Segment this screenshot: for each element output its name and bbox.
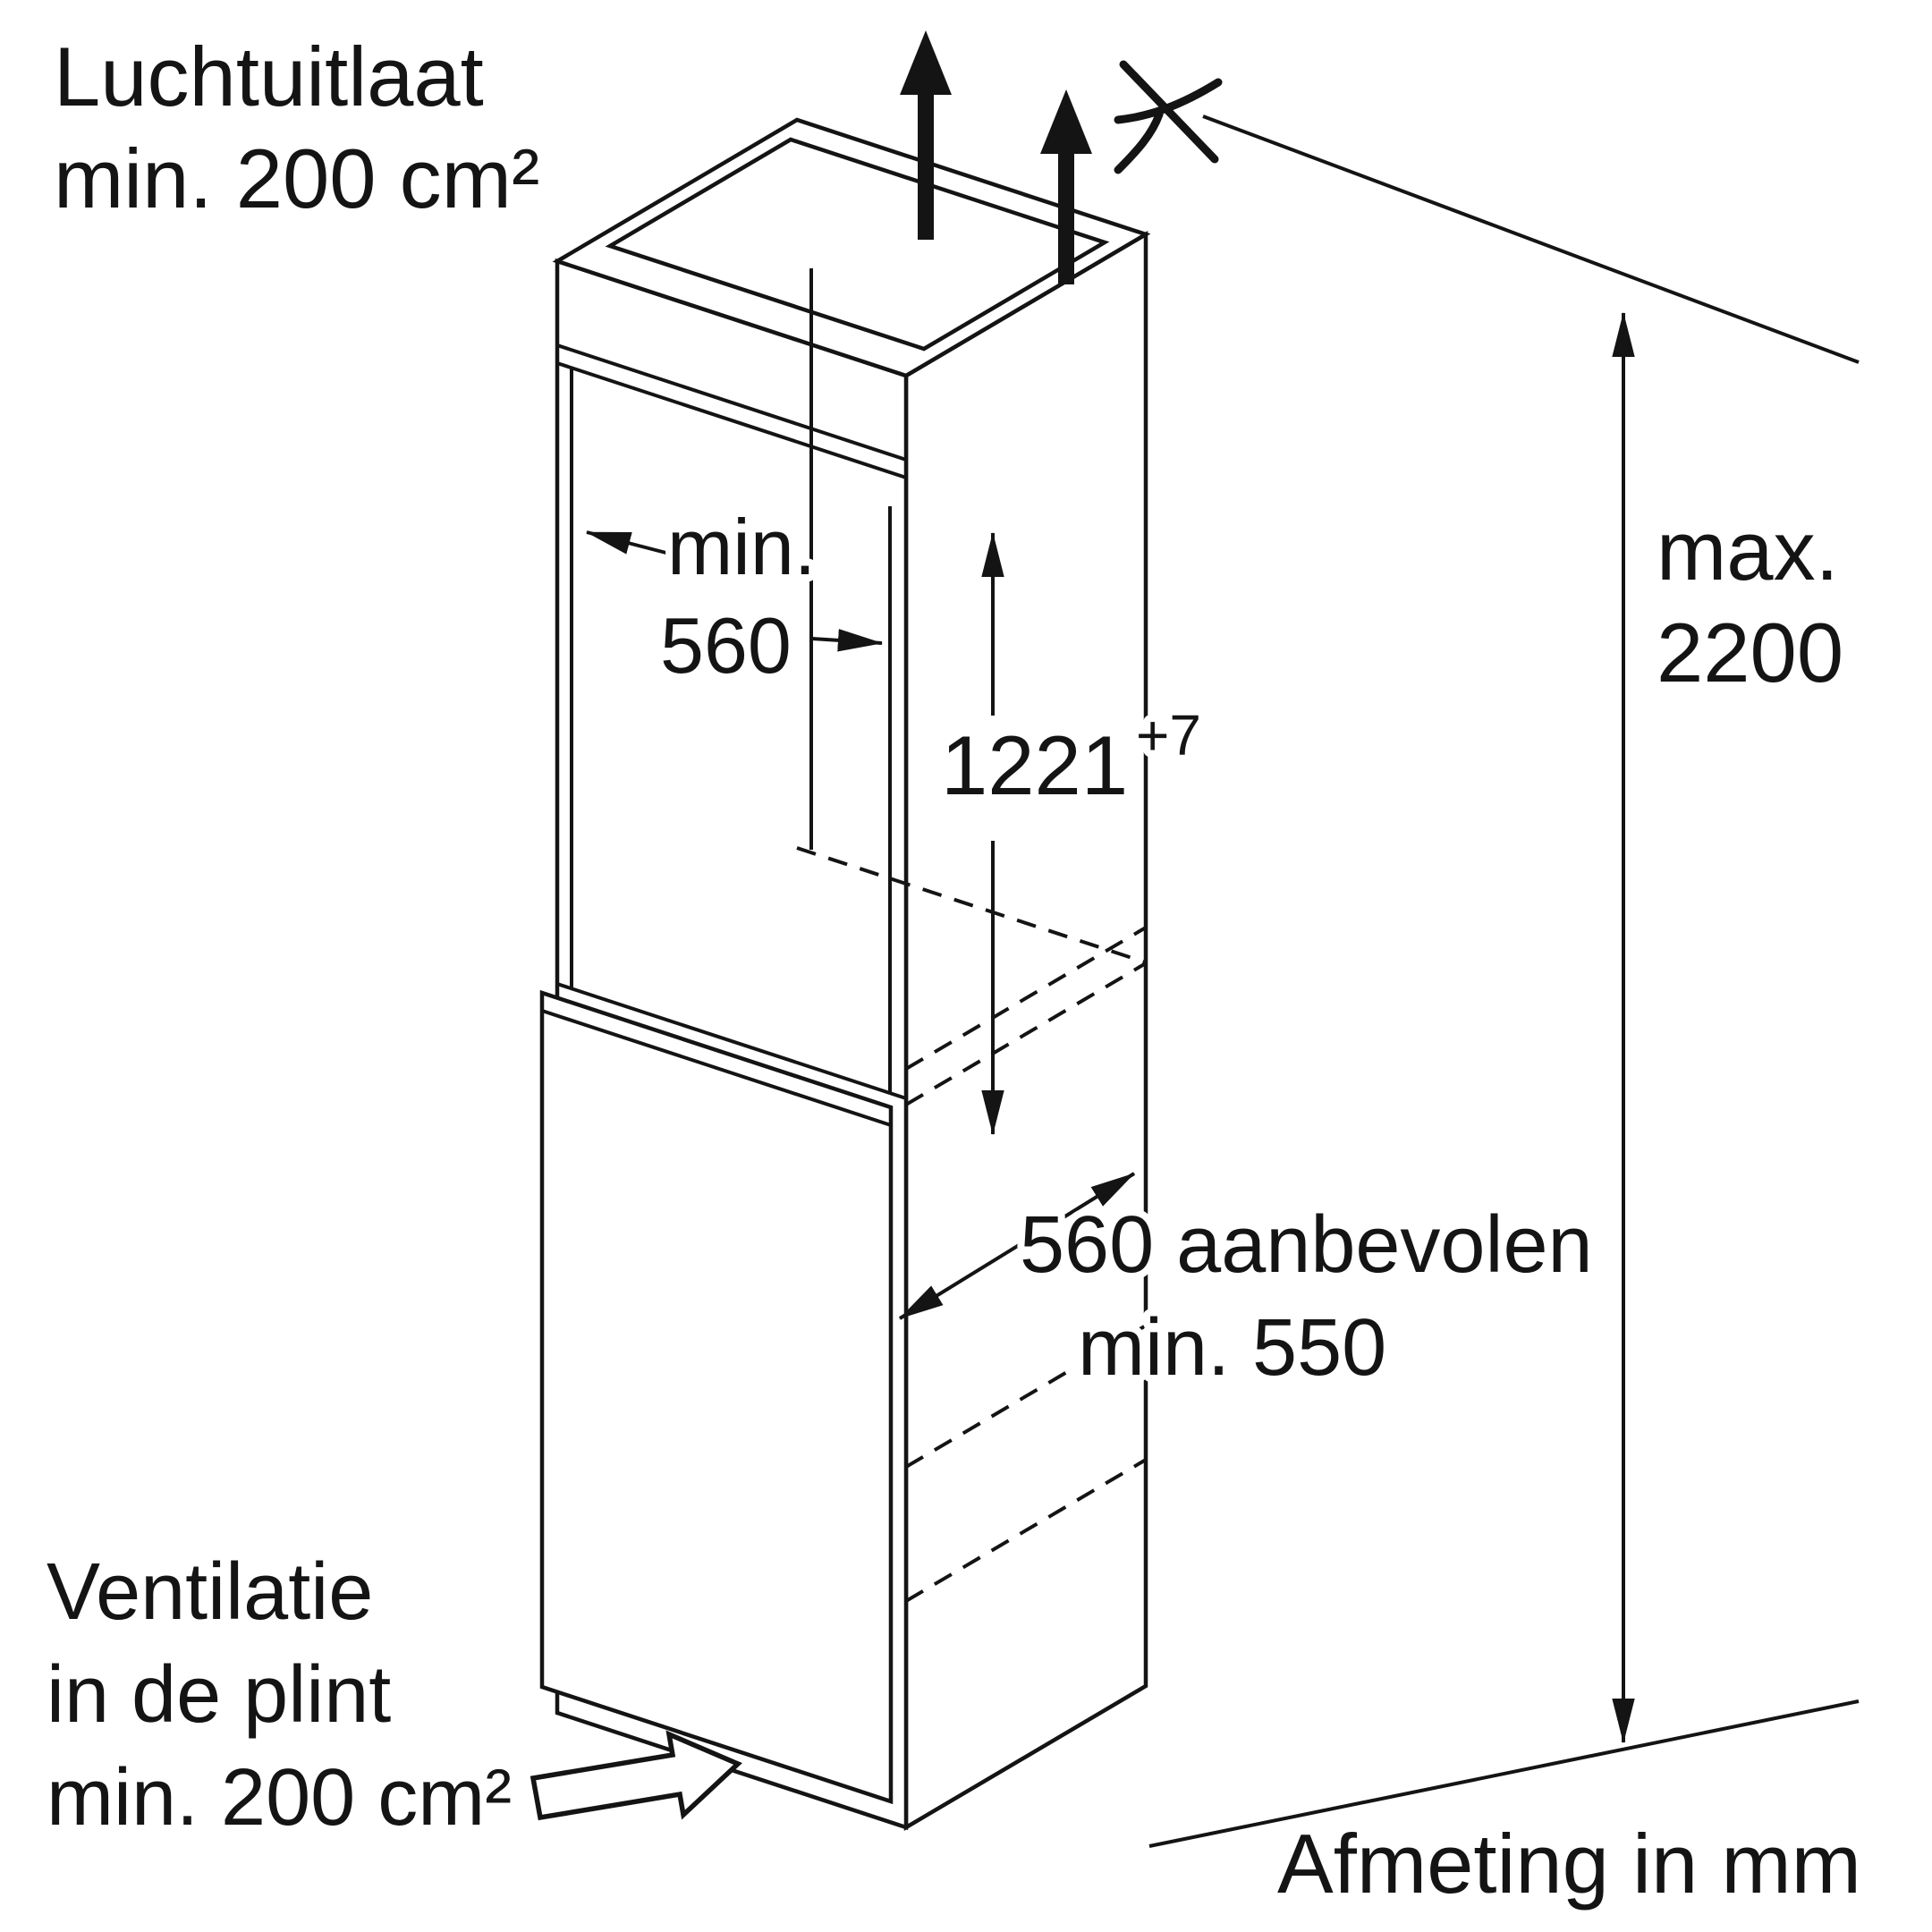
label-niche-height-tolerance: +7 bbox=[1136, 703, 1201, 767]
lower-door-top-gap-line bbox=[541, 1009, 892, 1127]
niche-floor-front-edge bbox=[556, 982, 907, 1100]
label-niche-height-value: 1221 bbox=[941, 718, 1128, 812]
airflow-top bbox=[900, 30, 1223, 284]
niche-floor-rear-edge-dashed bbox=[796, 846, 1147, 964]
label-niche-width-min: min. bbox=[667, 503, 816, 591]
label-plinth-line1: Ventilatie bbox=[47, 1547, 373, 1637]
label-units-note: Afmeting in mm bbox=[1277, 1817, 1861, 1911]
exhaust-air-symbol bbox=[1114, 60, 1223, 174]
front-vent-slot-line-2 bbox=[556, 361, 907, 479]
max-height-extension-top bbox=[1202, 114, 1860, 364]
label-max-height-line2: 2200 bbox=[1657, 606, 1843, 699]
niche-floor-side-edge-dashed-2 bbox=[904, 962, 1148, 1106]
label-max-height-line1: max. bbox=[1657, 504, 1839, 597]
lower-door-front bbox=[539, 989, 894, 1805]
label-plinth-line3: min. 200 cm² bbox=[47, 1753, 512, 1843]
plinth-hidden-edge-dashed-1 bbox=[904, 1324, 1148, 1469]
labels: Luchtuitlaat min. 200 cm² min. 560 1221 … bbox=[39, 22, 1868, 1918]
niche-width-arrow-right bbox=[811, 629, 884, 652]
plinth-air-intake-arrow bbox=[530, 1730, 742, 1821]
front-vent-slot-line-1 bbox=[556, 343, 907, 462]
top-air-outlet-opening bbox=[605, 137, 1110, 352]
cabinet-side-face bbox=[903, 231, 1148, 1831]
label-depth-line2: min. 550 bbox=[1078, 1303, 1386, 1393]
max-height-extension-bottom bbox=[1148, 1699, 1860, 1848]
label-depth-line1: 560 aanbevolen bbox=[1020, 1200, 1593, 1290]
lower-door bbox=[539, 989, 894, 1805]
air-up-arrow-1-head bbox=[900, 30, 952, 95]
dimension-niche-width bbox=[585, 530, 884, 652]
plinth-hidden-edge-dashed-2 bbox=[904, 1458, 1148, 1603]
label-niche-width-value: 560 bbox=[660, 601, 792, 690]
label-plinth-line2: in de plint bbox=[47, 1650, 391, 1740]
depth-arrow-rear bbox=[1014, 1172, 1136, 1249]
hidden-edges bbox=[796, 846, 1148, 1603]
cabinet-top-face bbox=[552, 117, 1151, 378]
air-up-arrow-2-head bbox=[1040, 89, 1092, 154]
label-air-outlet-line1: Luchtuitlaat bbox=[54, 30, 484, 123]
label-air-outlet-line2: min. 200 cm² bbox=[54, 131, 539, 225]
depth-arrow-front bbox=[898, 1245, 1018, 1320]
dimension-max-height bbox=[1148, 114, 1860, 1848]
niche-floor-side-edge-dashed-1 bbox=[904, 926, 1148, 1071]
dimension-depth bbox=[898, 1172, 1136, 1320]
niche-width-arrow-left bbox=[585, 530, 681, 558]
